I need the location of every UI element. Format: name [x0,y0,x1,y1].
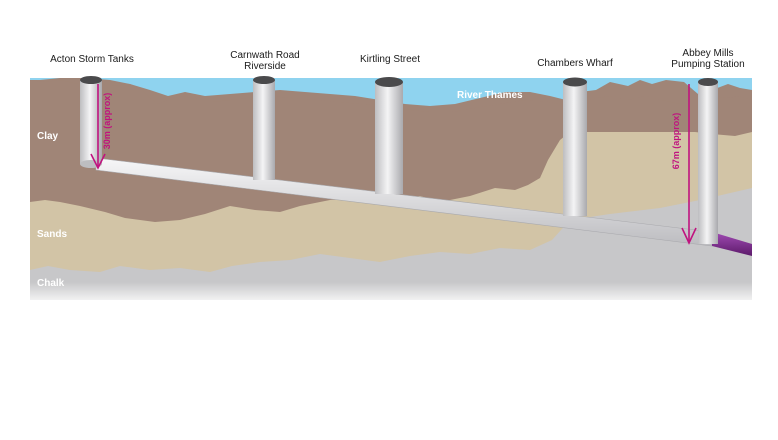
bottom-fade [30,282,752,302]
layer-label-chalk: Chalk [37,278,65,289]
depth-arrow-west [90,84,106,170]
depth-arrow-east [681,84,697,245]
depth-label-west: 30m (approx) [102,92,112,150]
label-kirtling: Kirtling Street [359,54,421,65]
label-river-thames: River Thames [457,90,523,101]
depth-label-east: 67m (approx) [671,112,681,170]
label-carnwath: Carnwath Road Riverside [230,50,300,72]
connection-tunnel [712,232,752,256]
label-acton: Acton Storm Tanks [50,54,134,65]
shaft-kirtling [375,77,403,194]
label-chambers: Chambers Wharf [537,58,613,69]
shaft-abbey-mills [698,78,718,244]
label-abbey-mills: Abbey Mills Pumping Station [671,48,745,70]
shaft-acton [80,76,102,168]
layer-label-sands: Sands [37,229,68,240]
shaft-chambers [563,77,587,216]
shaft-carnwath [253,76,275,180]
layer-label-clay: Clay [37,131,59,142]
